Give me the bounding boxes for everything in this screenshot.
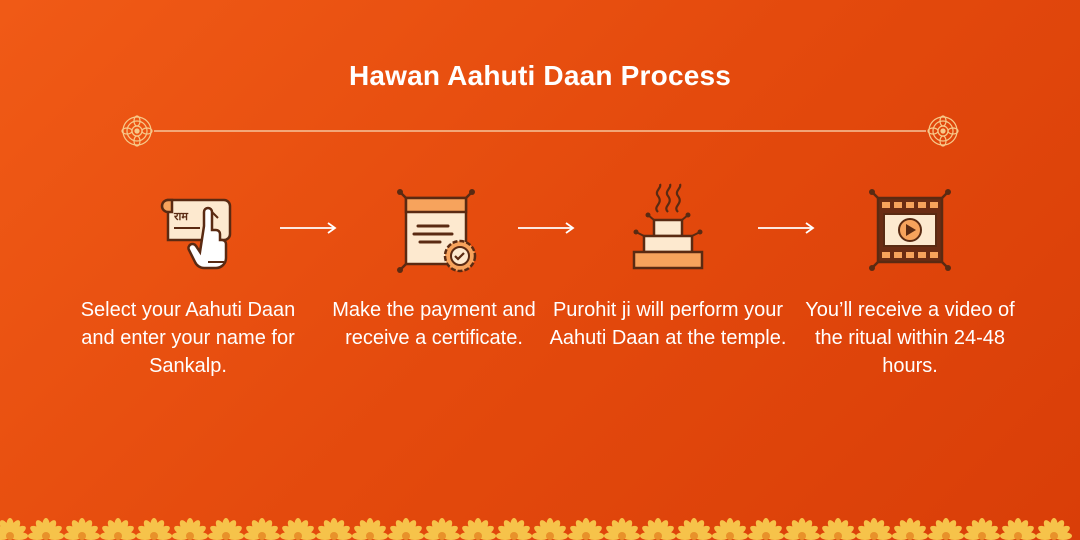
marigold-flower-icon (0, 518, 28, 540)
marigold-flower-icon (388, 518, 424, 540)
step-description: Select your Aahuti Daan and enter your n… (80, 299, 296, 377)
marigold-flower-icon (316, 518, 352, 540)
title-divider (121, 115, 959, 147)
step-payment-certificate: Make the payment and receive a certifica… (314, 182, 554, 352)
arrow-right-icon (280, 222, 337, 234)
marigold-flower-icon (172, 518, 208, 540)
marigold-flower-icon (892, 518, 928, 540)
marigold-flower-icon (928, 518, 964, 540)
marigold-flower-icon (496, 518, 532, 540)
marigold-flower-icon (136, 518, 172, 540)
arrow-right-icon (518, 222, 575, 234)
certificate-badge-icon (397, 189, 477, 273)
marigold-border (0, 518, 1072, 540)
arrow-right-icon (758, 222, 815, 234)
marigold-flower-icon (568, 518, 604, 540)
step-description: You’ll receive a video of the ritual wit… (805, 299, 1015, 377)
process-steps: राम Select your Aahuti Daan and enter yo… (0, 182, 1080, 422)
hawan-kund-smoke-icon (632, 183, 704, 270)
marigold-flower-icon (1000, 518, 1036, 540)
mandala-left-icon (121, 115, 153, 147)
marigold-flower-icon (208, 518, 244, 540)
marigold-flower-icon (28, 518, 64, 540)
marigold-flower-icon (100, 518, 136, 540)
marigold-flower-icon (784, 518, 820, 540)
marigold-flower-icon (424, 518, 460, 540)
marigold-flower-icon (712, 518, 748, 540)
scroll-devanagari-text: राम (173, 210, 188, 223)
mandala-right-icon (927, 115, 959, 147)
marigold-flower-icon (352, 518, 388, 540)
marigold-flower-icon (460, 518, 496, 540)
step-purohit-perform: Purohit ji will perform your Aahuti Daan… (548, 182, 788, 352)
step-select-aahuti: राम Select your Aahuti Daan and enter yo… (68, 182, 308, 380)
marigold-flower-icon (964, 518, 1000, 540)
marigold-flower-icon (64, 518, 100, 540)
marigold-flower-icon (676, 518, 712, 540)
sankalp-scroll-hand-icon: राम (160, 198, 232, 270)
marigold-flower-icon (820, 518, 856, 540)
marigold-flower-icon (604, 518, 640, 540)
marigold-flower-icon (532, 518, 568, 540)
step-description: Make the payment and receive a certifica… (332, 299, 536, 349)
marigold-flower-icon (856, 518, 892, 540)
video-film-play-icon (869, 189, 951, 271)
marigold-flower-icon (280, 518, 316, 540)
step-description: Purohit ji will perform your Aahuti Daan… (549, 299, 787, 349)
marigold-flower-icon (1036, 518, 1072, 540)
marigold-flower-icon (244, 518, 280, 540)
marigold-flower-icon (748, 518, 784, 540)
step-receive-video: You’ll receive a video of the ritual wit… (790, 182, 1030, 380)
marigold-flower-icon (640, 518, 676, 540)
page-title: Hawan Aahuti Daan Process (348, 60, 732, 91)
